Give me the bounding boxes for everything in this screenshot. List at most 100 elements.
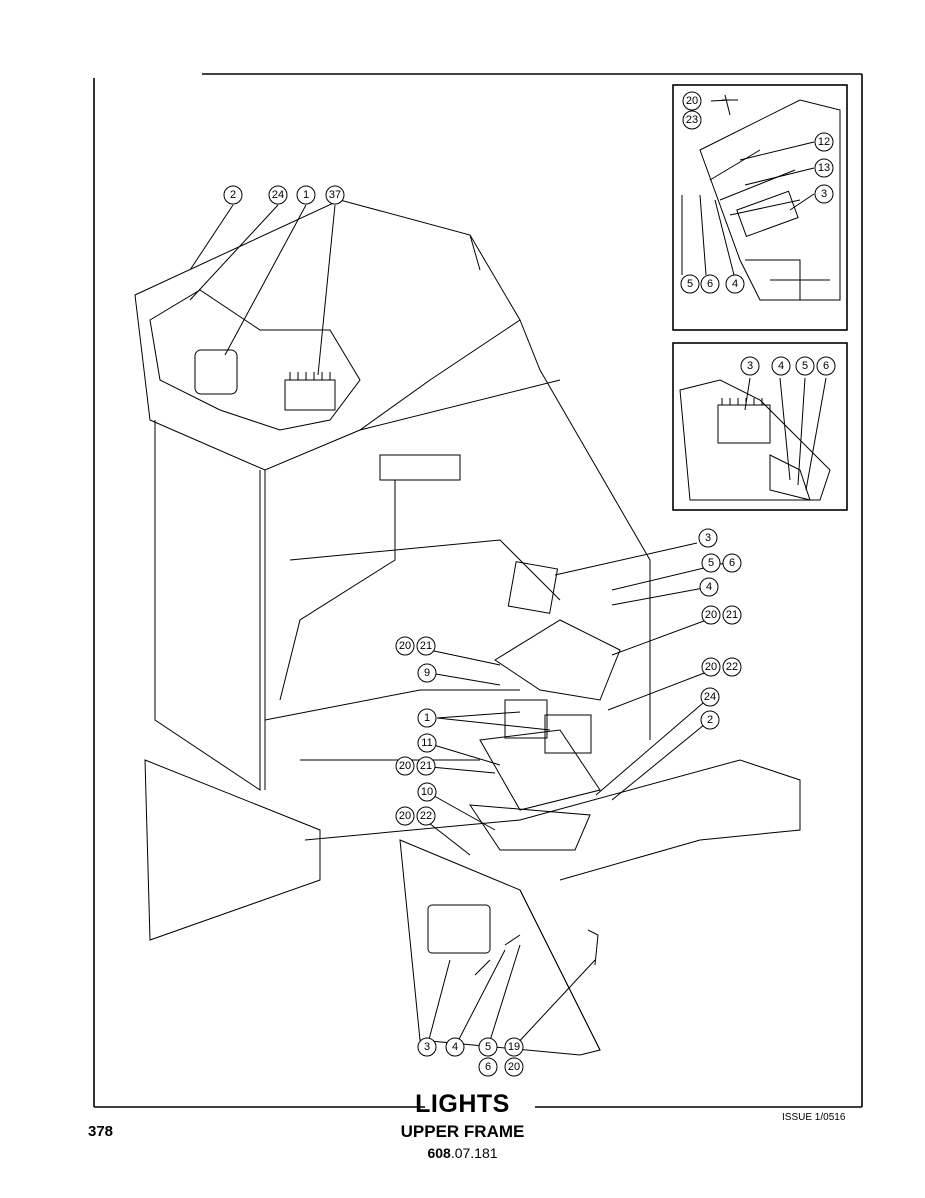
svg-text:21: 21 (420, 760, 432, 772)
detail-inset-rear-light (672, 84, 848, 331)
page-title: LIGHTS (415, 1090, 510, 1118)
callout-3: 3 (740, 356, 760, 376)
callouts-inset-mid: 3 4 5 6 (740, 356, 836, 376)
callout-37: 37 (325, 185, 345, 205)
callout-19: 19 (504, 1037, 524, 1057)
callout-20: 20 (395, 756, 415, 776)
callout-9: 9 (417, 663, 437, 683)
page-subtitle: UPPER FRAME (400, 1122, 525, 1141)
leader-lines (189, 99, 827, 1048)
callout-3: 3 (814, 184, 834, 204)
svg-text:2: 2 (230, 189, 236, 201)
svg-text:2: 2 (707, 714, 713, 726)
svg-text:3: 3 (747, 360, 753, 372)
svg-text:20: 20 (686, 95, 698, 107)
catalog-code-prefix: 608 (427, 1145, 451, 1161)
callout-3: 3 (417, 1037, 437, 1057)
callout-4: 4 (445, 1037, 465, 1057)
svg-text:10: 10 (421, 786, 433, 798)
svg-text:1: 1 (424, 712, 430, 724)
callout-10: 10 (417, 782, 437, 802)
callout-21: 21 (416, 756, 436, 776)
callout-5: 5 (701, 553, 721, 573)
svg-text:4: 4 (732, 278, 738, 290)
callout-12: 12 (814, 132, 834, 152)
callout-2: 2 (223, 185, 243, 205)
catalog-code: 608.07.181 (0, 1145, 925, 1161)
svg-text:22: 22 (726, 661, 738, 673)
svg-text:5: 5 (485, 1041, 491, 1053)
svg-text:6: 6 (707, 278, 713, 290)
callout-24: 24 (268, 185, 288, 205)
callout-11: 11 (417, 733, 437, 753)
callout-23: 23 (682, 110, 702, 130)
callout-6: 6 (816, 356, 836, 376)
svg-text:20: 20 (705, 661, 717, 673)
callout-6: 6 (722, 553, 742, 573)
callout-13: 13 (814, 158, 834, 178)
callout-4: 4 (699, 577, 719, 597)
callout-1: 1 (296, 185, 316, 205)
callout-20: 20 (395, 806, 415, 826)
callout-21: 21 (416, 636, 436, 656)
svg-text:13: 13 (818, 162, 830, 174)
svg-text:37: 37 (329, 189, 341, 201)
light-assembly-center (469, 561, 621, 851)
machine-frame-outline (134, 199, 801, 1056)
svg-text:20: 20 (399, 640, 411, 652)
svg-text:21: 21 (726, 609, 738, 621)
svg-text:21: 21 (420, 640, 432, 652)
callouts-main-top: 2 24 1 37 (223, 185, 345, 205)
callout-4: 4 (771, 356, 791, 376)
callout-6: 6 (700, 274, 720, 294)
catalog-code-suffix: .07.181 (450, 1145, 498, 1161)
light-assembly-upper-left (149, 289, 361, 431)
page-number: 378 (88, 1123, 114, 1140)
callouts-center: 3 5 6 4 20 21 20 21 9 20 22 1 24 11 2 20… (395, 528, 742, 826)
callout-5: 5 (478, 1037, 498, 1057)
callout-1: 1 (417, 708, 437, 728)
callouts-bottom: 3 4 5 6 19 20 (417, 1037, 524, 1077)
svg-text:6: 6 (729, 557, 735, 569)
light-assembly-bottom (427, 904, 599, 976)
svg-text:3: 3 (821, 188, 827, 200)
callout-4: 4 (725, 274, 745, 294)
svg-text:20: 20 (508, 1061, 520, 1073)
svg-text:1: 1 (303, 189, 309, 201)
svg-text:5: 5 (802, 360, 808, 372)
svg-text:3: 3 (424, 1041, 430, 1053)
svg-text:4: 4 (706, 581, 712, 593)
svg-text:5: 5 (687, 278, 693, 290)
svg-text:6: 6 (823, 360, 829, 372)
svg-text:6: 6 (485, 1061, 491, 1073)
callout-22: 22 (416, 806, 436, 826)
svg-text:20: 20 (399, 760, 411, 772)
svg-text:4: 4 (452, 1041, 458, 1053)
callout-5: 5 (795, 356, 815, 376)
callout-21: 21 (722, 605, 742, 625)
svg-text:3: 3 (705, 532, 711, 544)
callout-5: 5 (680, 274, 700, 294)
svg-text:20: 20 (705, 609, 717, 621)
svg-text:20: 20 (399, 810, 411, 822)
svg-text:23: 23 (686, 114, 698, 126)
svg-text:24: 24 (272, 189, 284, 201)
callouts-inset-top: 20 23 12 13 3 5 6 4 (680, 91, 834, 294)
svg-text:9: 9 (424, 667, 430, 679)
callout-20: 20 (682, 91, 702, 111)
callout-20: 20 (504, 1057, 524, 1077)
callout-20: 20 (701, 605, 721, 625)
svg-text:24: 24 (704, 691, 716, 703)
callout-20: 20 (395, 636, 415, 656)
callout-3: 3 (698, 528, 718, 548)
callout-24: 24 (700, 687, 720, 707)
svg-text:22: 22 (420, 810, 432, 822)
svg-text:5: 5 (708, 557, 714, 569)
callout-20: 20 (701, 657, 721, 677)
svg-text:19: 19 (508, 1041, 520, 1053)
drawing-frame (93, 73, 863, 1108)
callout-6: 6 (478, 1057, 498, 1077)
callout-2: 2 (700, 710, 720, 730)
